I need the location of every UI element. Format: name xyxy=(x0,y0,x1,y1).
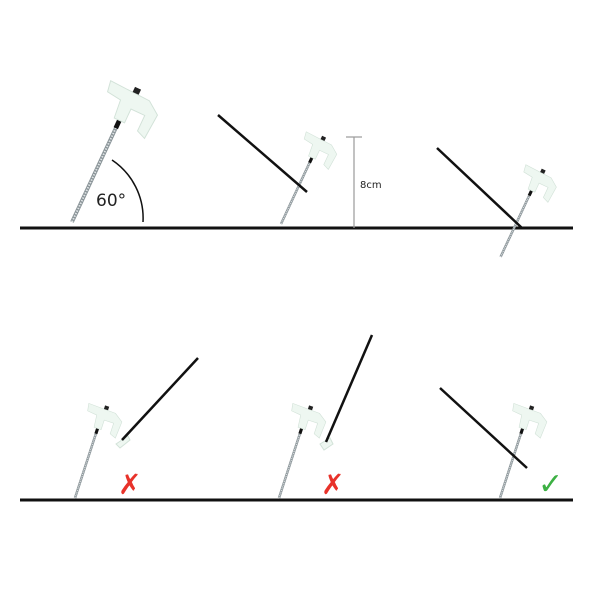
guy-line-wrong-2 xyxy=(324,334,374,443)
peg-wrong-1 xyxy=(58,399,127,506)
angle-label: 60° xyxy=(96,191,126,211)
peg-wrong-2 xyxy=(262,399,331,506)
peg-partially-inserted xyxy=(265,127,343,235)
correct-mark: ✓ xyxy=(538,467,563,502)
peg-angled-60 xyxy=(47,74,167,238)
peg-fully-inserted xyxy=(484,160,563,268)
guy-line-correct xyxy=(439,387,528,469)
guy-line-wrong-1 xyxy=(121,357,199,441)
wrong-mark-1: ✗ xyxy=(118,468,141,501)
height-label: 8cm xyxy=(360,180,382,191)
guy-line-top-right xyxy=(436,147,523,229)
guy-line-top-middle xyxy=(217,114,308,193)
angle-arc xyxy=(111,159,144,223)
wrong-mark-2: ✗ xyxy=(321,468,344,501)
